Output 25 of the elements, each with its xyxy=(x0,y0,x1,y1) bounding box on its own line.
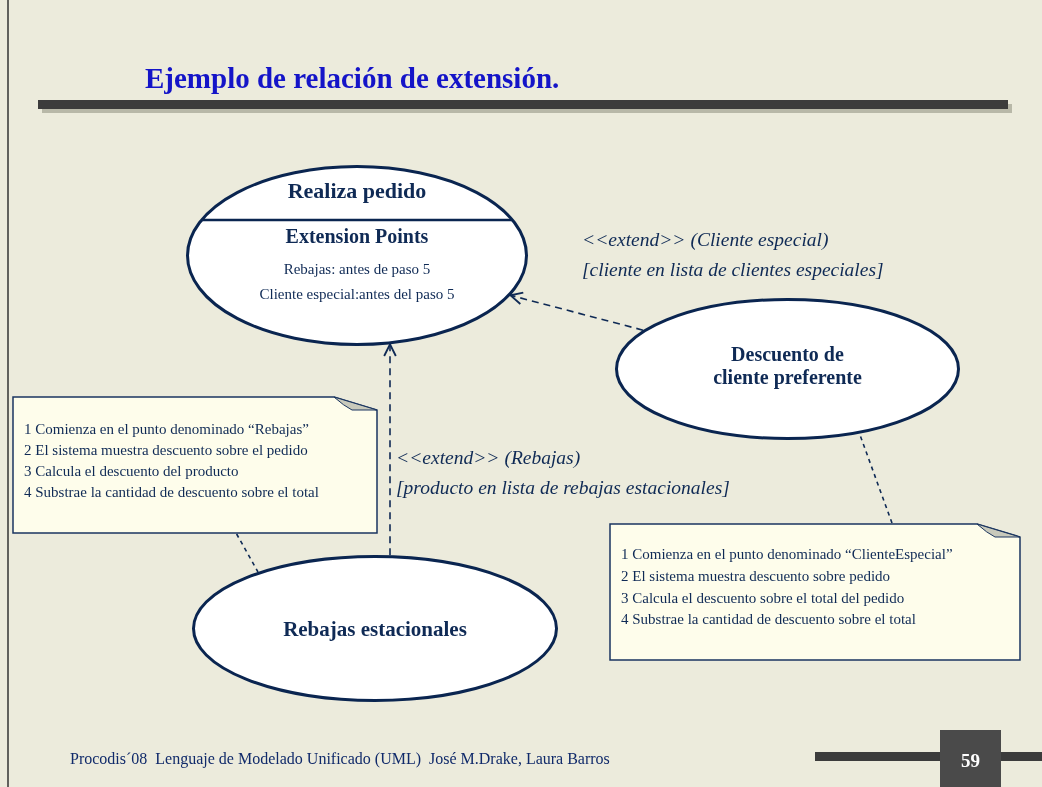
note-text: 2 El sistema muestra descuento sobre el pedido xyxy=(24,442,308,459)
extend-arrow xyxy=(383,343,397,557)
use-case-ellipse xyxy=(186,165,528,346)
extension-point: Cliente especial:antes del paso 5 xyxy=(258,286,456,303)
note-connector xyxy=(235,533,259,573)
note-box xyxy=(12,396,378,534)
compartment-heading: Extension Points xyxy=(284,225,430,248)
page-number: 59 xyxy=(960,750,981,772)
note-text: 4 Substrae la cantidad de descuento sobre el total xyxy=(24,484,319,501)
note-text: 3 Calcula el descuento del producto xyxy=(24,463,239,480)
note-text: 1 Comienza en el punto denominado “ClienteEspecial” xyxy=(621,546,953,563)
note-text: 3 Calcula el descuento sobre el total del pedido xyxy=(621,590,905,607)
extension-point: Rebajas: antes de paso 5 xyxy=(282,261,432,278)
slide-title: Ejemplo de relación de extensión. xyxy=(145,62,560,95)
use-case-name: Rebajas estacionales xyxy=(282,617,468,642)
use-case-name: Descuento de cliente preferente xyxy=(712,343,863,389)
note-text: 4 Substrae la cantidad de descuento sobre el total xyxy=(621,611,916,628)
note-text: 2 El sistema muestra descuento sobre pedido xyxy=(621,568,891,585)
extend-arrow xyxy=(509,291,644,331)
footer-text: Procodis´08 Lenguaje de Modelado Unificado (UML) José M.Drake, Laura Barros xyxy=(70,750,610,768)
use-case-ellipse xyxy=(192,555,558,702)
use-case-ellipse xyxy=(615,298,960,440)
use-case-name: Realiza pedido xyxy=(286,178,428,204)
note-box xyxy=(609,523,1021,661)
note-text: 1 Comienza en el punto denominado “Rebajas” xyxy=(24,421,309,438)
